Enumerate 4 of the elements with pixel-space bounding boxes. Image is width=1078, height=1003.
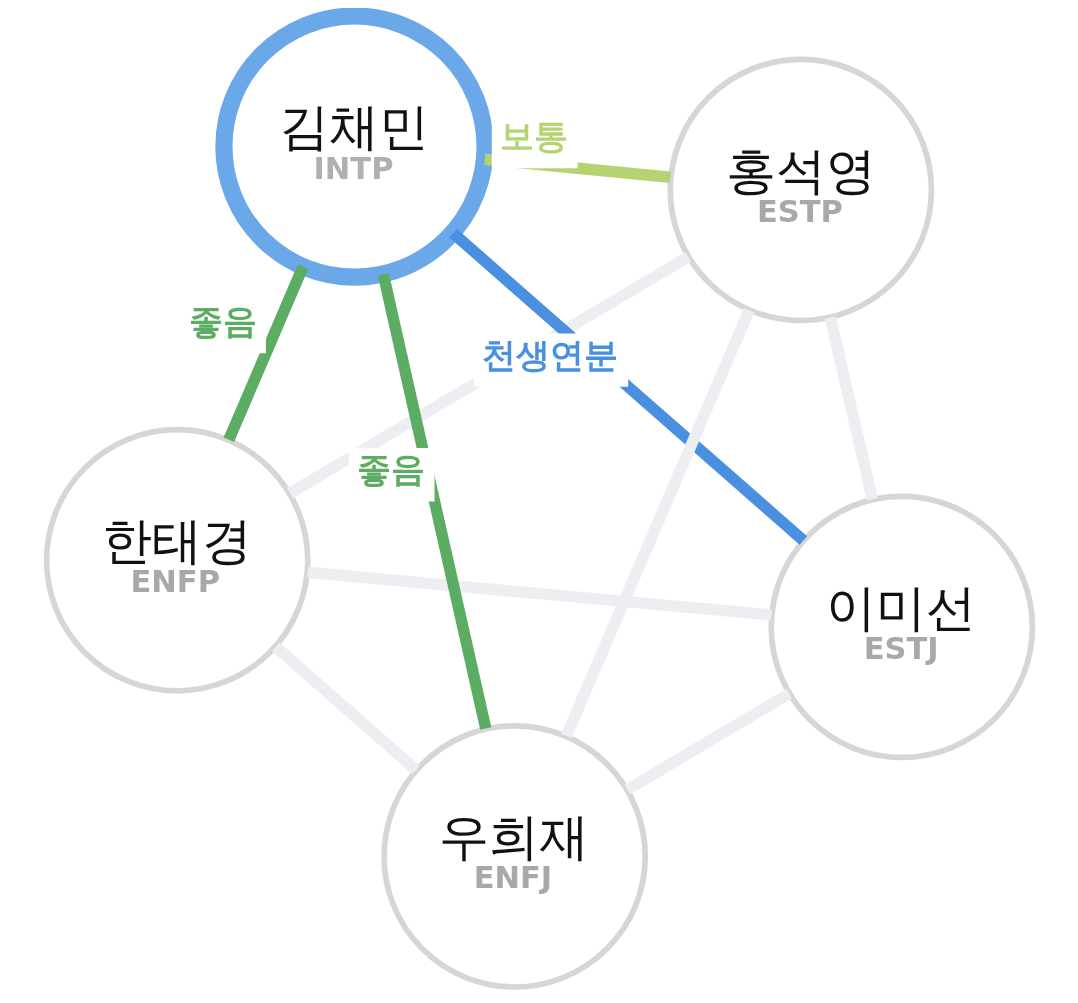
edge-label: 천생연분 <box>481 334 618 375</box>
edge-label: 보통 <box>499 116 568 157</box>
edge-label: 좋음 <box>356 449 425 490</box>
edge-label: 좋음 <box>188 301 257 342</box>
